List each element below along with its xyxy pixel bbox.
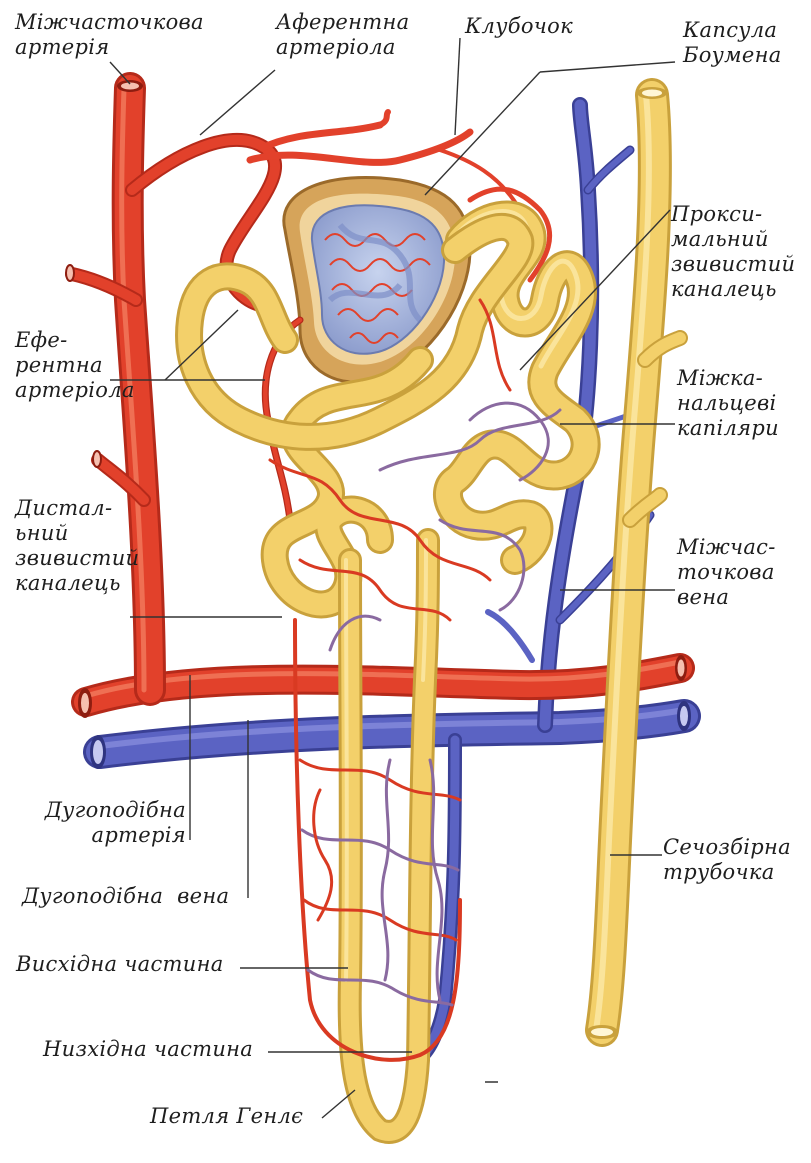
label-proximal-tubule: Прокси- мальний звивистий каналець (671, 202, 796, 301)
label-afferent-arteriole: Аферентна артеріола (276, 10, 410, 59)
label-ascending-limb: Висхідна частина (16, 952, 224, 976)
label-loop-of-henle: Петля Генлє (150, 1104, 304, 1128)
label-peritubular-capillaries: Міжка- нальцеві капіляри (677, 366, 779, 440)
leader-lines (109, 37, 676, 1119)
label-arcuate-artery: Дугоподібна артерія (44, 798, 186, 847)
peritubular-capillaries (268, 298, 562, 1062)
arcuate-artery (71, 653, 695, 718)
glomerulus (310, 204, 446, 355)
interlobular-artery (65, 72, 474, 706)
label-descending-limb: Низхідна частина (43, 1037, 254, 1061)
loop-of-henle (337, 528, 440, 1144)
label-interlobular-vein: Міжчас- точкова вена (677, 535, 776, 609)
interlobular-vein (413, 97, 658, 1065)
label-distal-tubule: Дистал- ьний звивистий каналець (15, 496, 140, 595)
label-efferent-arteriole: Ефе- рентна артеріола (15, 328, 135, 402)
label-arcuate-vein: Дугоподібна вена (22, 884, 230, 908)
label-bowman-capsule: Капсула Боумена (683, 18, 782, 67)
distal-tubule (175, 212, 535, 619)
label-interlobular-artery: Міжчасточкова артерія (15, 10, 204, 59)
collecting-duct (585, 78, 688, 1047)
label-collecting-duct: Сечозбірна трубочка (663, 835, 791, 884)
label-glomerulus: Клубочок (465, 14, 573, 38)
